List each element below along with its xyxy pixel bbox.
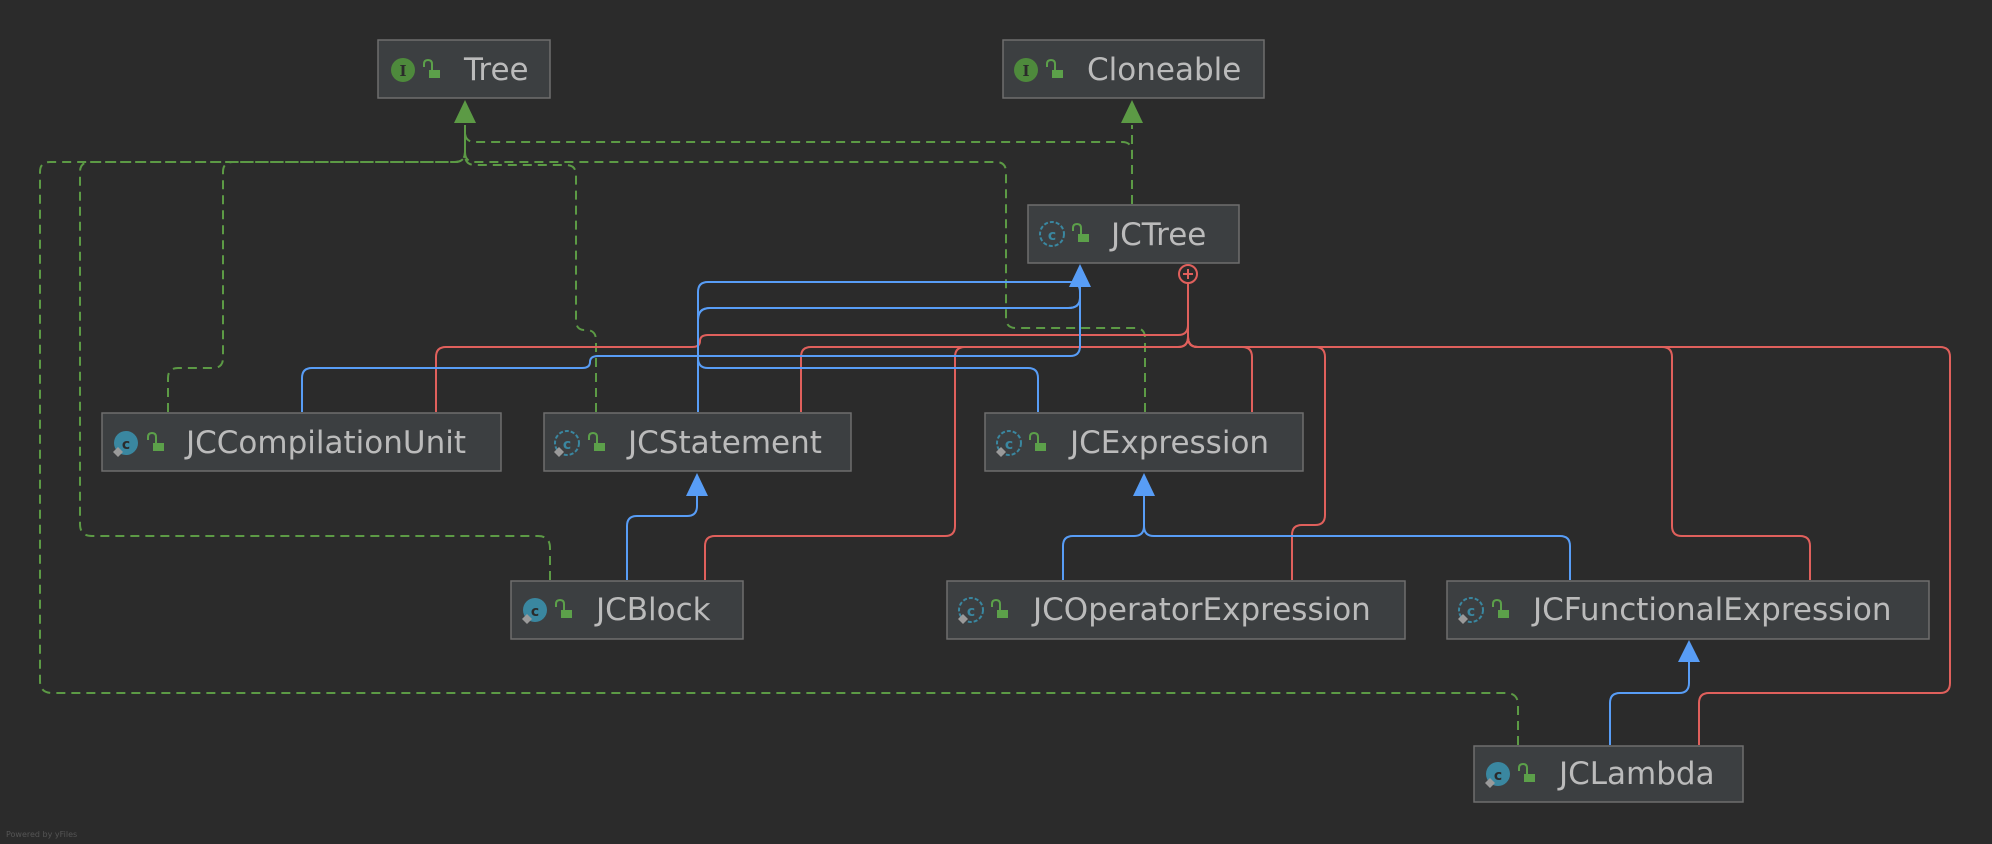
edge-extends-jcoperatorexpression-jcexpression xyxy=(1062,496,1145,580)
arrowhead-implements-cloneable xyxy=(1121,100,1143,123)
unlocked-icon xyxy=(1518,762,1535,782)
edge-implements-jctree-tree xyxy=(464,125,1133,204)
node-label: Tree xyxy=(463,52,529,88)
node-label: JCCompilationUnit xyxy=(184,425,466,461)
svg-text:c: c xyxy=(1467,604,1475,620)
edge-implements-jcstatement-tree xyxy=(464,125,597,412)
node-cloneable[interactable]: I Cloneable xyxy=(1002,39,1265,99)
arrowhead-extends-jcstatement xyxy=(686,473,708,496)
edge-implements-jcblock-tree xyxy=(79,125,551,580)
node-jcexpression[interactable]: c JCExpression xyxy=(984,412,1304,472)
node-label: JCFunctionalExpression xyxy=(1531,592,1892,628)
node-tree[interactable]: I Tree xyxy=(377,39,551,99)
edge-extends-jclambda-jcfunctionalexpression xyxy=(1609,662,1690,745)
edge-extends-jcexpression-jctree xyxy=(697,287,1081,412)
arrowhead-extends-jctree xyxy=(1069,264,1091,287)
svg-text:c: c xyxy=(122,437,130,453)
unlocked-icon xyxy=(1492,598,1509,618)
interface-icon: I xyxy=(391,58,415,82)
node-label: JCLambda xyxy=(1557,756,1715,792)
unlocked-icon xyxy=(147,431,164,451)
powered-by-footer: Powered by yFiles xyxy=(6,830,78,839)
svg-text:c: c xyxy=(1048,228,1056,244)
svg-text:c: c xyxy=(563,437,571,453)
arrowhead-implements-tree xyxy=(454,100,476,123)
arrowhead-extends-jcexpression xyxy=(1133,473,1155,496)
svg-text:c: c xyxy=(967,604,975,620)
node-label: JCOperatorExpression xyxy=(1031,592,1371,628)
class-icon: c xyxy=(113,431,138,457)
interface-icon: I xyxy=(1014,58,1038,82)
node-jctree[interactable]: c JCTree xyxy=(1027,204,1240,264)
node-label: Cloneable xyxy=(1087,52,1241,88)
abstract-class-icon: c xyxy=(958,597,984,624)
class-icon: c xyxy=(1485,762,1510,788)
arrowhead-extends-jcfunctionalexpression xyxy=(1678,640,1700,662)
node-jcoperatorexpression[interactable]: c JCOperatorExpression xyxy=(946,580,1406,640)
svg-text:c: c xyxy=(1494,768,1502,784)
unlocked-icon xyxy=(423,58,440,78)
node-jcstatement[interactable]: c JCStatement xyxy=(543,412,852,472)
edge-extends-jcblock-jcstatement xyxy=(626,496,698,580)
abstract-class-icon: c xyxy=(1039,221,1065,247)
svg-text:I: I xyxy=(1022,62,1029,80)
edge-inner-jcblock-jctree xyxy=(704,276,1189,580)
abstract-class-icon: c xyxy=(554,430,580,457)
node-jclambda[interactable]: c JCLambda xyxy=(1473,745,1744,803)
edge-extends-jccompilationunit-jctree xyxy=(301,281,1081,412)
node-label: JCExpression xyxy=(1068,425,1269,461)
edge-extends-jcstatement-jctree xyxy=(697,287,1081,412)
abstract-class-icon: c xyxy=(996,430,1022,457)
unlocked-icon xyxy=(1072,222,1089,242)
edge-extends-jcfunctionalexpression-jcexpression xyxy=(1143,496,1571,580)
edge-inner-jcstatement-jctree xyxy=(800,276,1189,412)
svg-text:c: c xyxy=(531,604,539,620)
node-jccompilationunit[interactable]: c JCCompilationUnit xyxy=(101,412,502,472)
edge-implements-jclambda-tree xyxy=(39,125,1519,745)
edge-inner-jccompilationunit-jctree xyxy=(435,276,1189,412)
unlocked-icon xyxy=(1046,58,1063,78)
svg-text:c: c xyxy=(1005,437,1013,453)
unlocked-icon xyxy=(991,598,1008,618)
node-label: JCStatement xyxy=(626,425,822,461)
edge-inner-jcexpression-jctree xyxy=(1187,276,1253,412)
abstract-class-icon: c xyxy=(1458,597,1484,624)
node-label: JCTree xyxy=(1109,217,1206,253)
node-label: JCBlock xyxy=(594,592,711,628)
unlocked-icon xyxy=(1029,431,1046,451)
unlocked-icon xyxy=(555,598,572,618)
unlocked-icon xyxy=(588,431,605,451)
node-jcfunctionalexpression[interactable]: c JCFunctionalExpression xyxy=(1446,580,1930,640)
svg-text:I: I xyxy=(399,62,406,80)
node-jcblock[interactable]: c JCBlock xyxy=(510,580,744,640)
edge-inner-jclambda-jctree xyxy=(1187,276,1951,745)
class-icon: c xyxy=(522,598,547,624)
inner-class-anchor-icon xyxy=(1178,264,1198,284)
